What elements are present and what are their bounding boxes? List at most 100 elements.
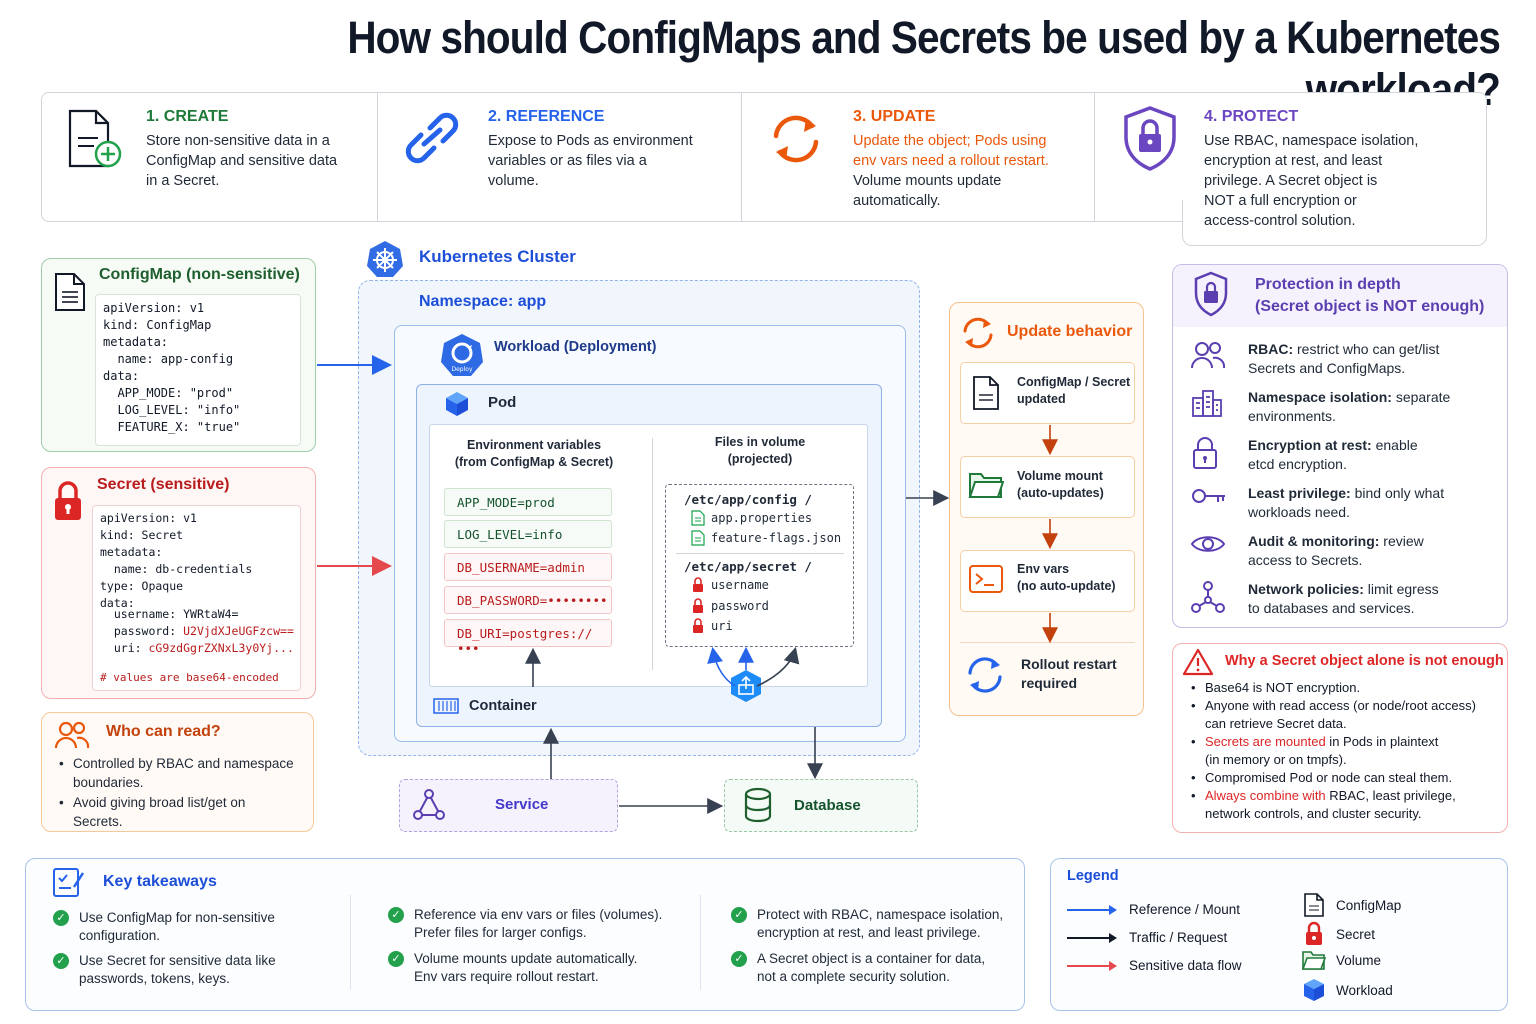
users-icon [54, 721, 90, 749]
folder-icon [1302, 951, 1326, 970]
check-icon: ✓ [731, 951, 747, 967]
steps-divider [1094, 93, 1095, 221]
secret-file: uri [691, 618, 733, 634]
update-behavior-title: Update behavior [1007, 323, 1133, 340]
step-protect-title: 4. PROTECT [1204, 108, 1299, 125]
shield-lock-icon [1124, 106, 1176, 171]
document-icon [973, 376, 999, 410]
legend-icon-item: Secret [1302, 921, 1375, 947]
secret-comment: # values are base64-encoded [100, 671, 279, 684]
who-title: Who can read? [106, 723, 221, 740]
protection-title: Protection in depth (Secret object is NO… [1255, 276, 1485, 315]
lock-icon [1306, 921, 1322, 945]
container-icon [433, 698, 459, 714]
cube-icon [446, 392, 468, 416]
steps-divider [741, 93, 742, 221]
document-icon [55, 273, 85, 311]
lock-icon [693, 598, 703, 613]
secret-code: apiVersion: v1 kind: Secret metadata: na… [100, 511, 253, 610]
env-var-sensitive: DB_PASSWORD=•••••••• [444, 586, 612, 614]
red-arrow-icon [1067, 960, 1117, 971]
step-reference-title: 2. REFERENCE [488, 108, 605, 125]
rollout-restart-label: Rollout restart required [1021, 656, 1117, 691]
service-label[interactable]: Service [495, 796, 549, 813]
step-create-text: Store non-sensitive data in a ConfigMap … [146, 133, 338, 189]
step-reference-text: Expose to Pods as environment variables … [488, 133, 693, 189]
env-var-sensitive: DB_USERNAME=admin [444, 553, 612, 581]
refresh-icon [773, 115, 819, 163]
why-item: Anyone with read access (or node/root ac… [1191, 697, 1505, 733]
terminal-icon [969, 565, 1003, 593]
protection-header [1173, 265, 1507, 327]
warning-icon [1182, 648, 1214, 676]
check-icon: ✓ [731, 907, 747, 923]
takeaway-item: ✓A Secret object is a container for data… [731, 950, 985, 986]
check-icon: ✓ [388, 907, 404, 923]
step-create-title: 1. CREATE [146, 108, 229, 125]
legend-icon-item: Volume [1302, 949, 1381, 971]
why-title: Why a Secret object alone is not enough [1225, 653, 1504, 669]
shield-lock-icon [1194, 271, 1228, 317]
network-nodes-icon [413, 789, 445, 820]
takeaway-item: ✓Volume mounts update automatically.Env … [388, 950, 637, 986]
takeaways-divider [350, 895, 351, 990]
key-icon [1192, 489, 1225, 503]
document-icon [1304, 893, 1324, 917]
legend-icon-item: Workload [1302, 977, 1393, 1003]
legend-line-item: Sensitive data flow [1067, 958, 1242, 973]
secret-title: Secret (sensitive) [97, 476, 230, 493]
key-takeaways-card [25, 858, 1025, 1011]
kubernetes-helm-icon [367, 241, 403, 277]
secret-code-box [92, 505, 301, 691]
rollout-restart-icon [968, 657, 1002, 693]
network-icon [1191, 581, 1225, 613]
checklist-icon [53, 868, 85, 897]
database-icon [744, 787, 772, 823]
secret-dir: /etc/app/secret / [684, 559, 812, 574]
check-icon: ✓ [53, 910, 69, 926]
database-label[interactable]: Database [794, 797, 861, 814]
secret-entry: username: YWRtaW4= [100, 607, 239, 621]
legend-title: Legend [1067, 868, 1119, 884]
database-box [724, 779, 918, 832]
eye-icon [1190, 536, 1226, 552]
file-icon [691, 530, 705, 546]
page-title: How should ConfigMaps and Secrets be use… [347, 12, 1501, 115]
files-divider [676, 553, 844, 554]
config-file: app.properties [691, 510, 812, 526]
check-icon: ✓ [53, 953, 69, 969]
why-item: Always combine with RBAC, least privileg… [1191, 787, 1505, 823]
update-step-label: Volume mount (auto-updates) [1017, 469, 1104, 500]
secret-entry: password: U2VjdXJeUGFzcw== [100, 624, 294, 638]
volume-mount-arrow [756, 646, 800, 687]
takeaway-item: ✓Protect with RBAC, namespace isolation,… [731, 906, 1003, 942]
workload-title: Workload (Deployment) [494, 339, 657, 355]
users-icon [1191, 342, 1226, 369]
env-var: LOG_LEVEL=info [444, 520, 612, 548]
refresh-icon [963, 317, 993, 349]
file-add-icon [68, 109, 122, 168]
configmap-title: ConfigMap (non-sensitive) [99, 266, 300, 283]
configmap-code-box [95, 294, 301, 446]
why-list: Base64 is NOT encryption. Anyone with re… [1191, 679, 1505, 823]
secret-file: username [691, 577, 769, 593]
file-icon [691, 510, 705, 526]
check-icon: ✓ [388, 951, 404, 967]
lock-icon [55, 481, 81, 520]
update-step-label: Env vars (no auto-update) [1017, 562, 1116, 593]
deployment-icon: Deploy [441, 334, 483, 376]
container-title: Container [469, 698, 537, 714]
lock-icon [693, 618, 703, 633]
takeaway-item: ✓Reference via env vars or files (volume… [388, 906, 662, 942]
volume-mount-arrow [707, 646, 736, 687]
config-dir: /etc/app/config / [684, 492, 812, 507]
env-var-sensitive: DB_URI=postgres://••• [444, 619, 612, 656]
